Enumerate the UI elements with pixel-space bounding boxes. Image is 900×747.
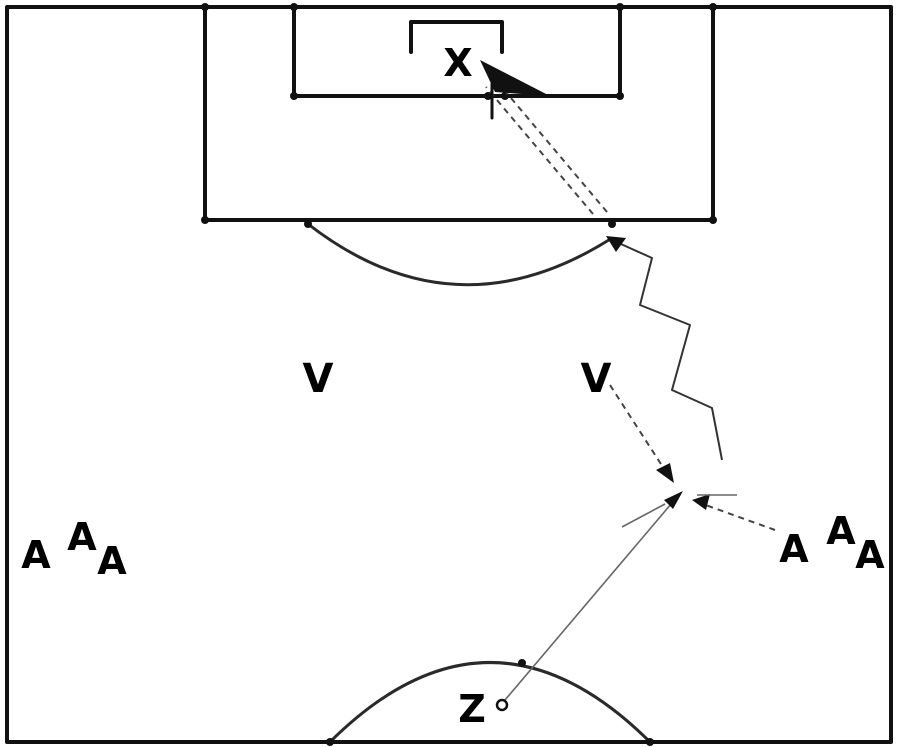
player-attacker-left-2: A (67, 515, 97, 559)
pass-arrow-server (504, 496, 678, 701)
shot-arrowhead (480, 60, 550, 96)
receive-marker-left (621, 503, 666, 528)
penalty-arc (307, 222, 613, 287)
player-attacker-right-1: A (779, 527, 809, 571)
shot-arrow-1 (499, 84, 608, 213)
dribble-arrowhead (606, 236, 626, 252)
center-arc (328, 661, 652, 744)
player-attacker-left-3: A (97, 539, 127, 583)
defender-run-arrow (609, 384, 669, 476)
player-attacker-right-2: A (826, 509, 856, 553)
player-attacker-right-3: A (855, 533, 885, 577)
player-attacker-left-1: A (21, 533, 51, 577)
penalty-area (203, 5, 715, 222)
goal-area (292, 5, 622, 98)
player-server: Z (458, 687, 486, 731)
shot-arrow-2 (485, 86, 594, 215)
line-junction-dots (201, 3, 717, 746)
pitch-boundary (5, 5, 893, 744)
defender-run-arrowhead (656, 463, 674, 483)
dribble-zigzag-arrow (611, 239, 723, 461)
player-defender-right: V (581, 356, 612, 402)
goal-frame (409, 20, 504, 54)
attacker-support-arrow (699, 502, 776, 531)
player-goalkeeper: X (443, 41, 472, 85)
attacker-support-arrowhead (692, 494, 710, 510)
pass-arrowhead-server (664, 491, 683, 509)
player-defender-left: V (303, 356, 334, 402)
ball-icon (495, 698, 509, 712)
